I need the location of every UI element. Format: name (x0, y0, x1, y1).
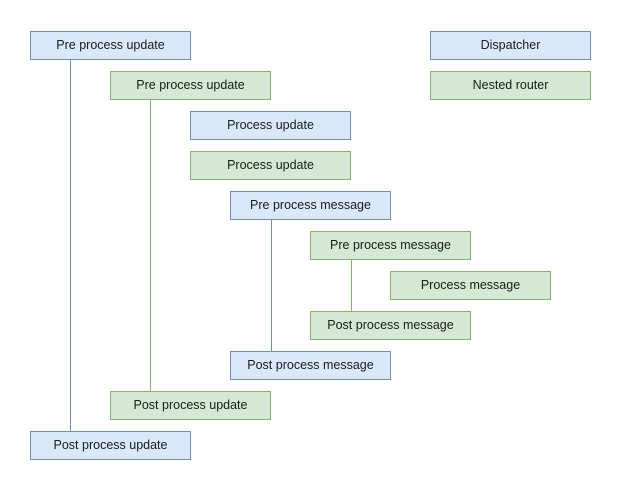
node-pre-process-update-nested-label: Pre process update (136, 78, 245, 93)
node-pre-process-message-dispatcher: Pre process message (230, 191, 391, 220)
node-process-message-nested: Process message (390, 271, 551, 300)
node-pre-process-message-nested: Pre process message (310, 231, 471, 260)
node-post-process-message-dispatcher-label: Post process message (247, 358, 374, 373)
node-pre-process-update-dispatcher: Pre process update (30, 31, 191, 60)
node-post-process-update-nested: Post process update (110, 391, 271, 420)
legend-item-nested-router-label: Nested router (472, 78, 549, 93)
connector-nested-message (351, 259, 352, 311)
node-pre-process-message-nested-label: Pre process message (330, 238, 451, 253)
node-process-update-nested-label: Process update (227, 158, 314, 173)
node-process-update-dispatcher: Process update (190, 111, 351, 140)
connector-nested-update (150, 99, 151, 391)
node-pre-process-update-nested: Pre process update (110, 71, 271, 100)
node-post-process-message-dispatcher: Post process message (230, 351, 391, 380)
legend-item-dispatcher: Dispatcher (430, 31, 591, 60)
legend-item-dispatcher-label: Dispatcher (480, 38, 541, 53)
node-post-process-update-dispatcher-label: Post process update (53, 438, 168, 453)
connector-dispatcher-update (70, 59, 71, 431)
node-process-update-dispatcher-label: Process update (227, 118, 314, 133)
node-post-process-message-nested: Post process message (310, 311, 471, 340)
node-post-process-message-nested-label: Post process message (327, 318, 454, 333)
legend-item-nested-router: Nested router (430, 71, 591, 100)
node-pre-process-update-dispatcher-label: Pre process update (56, 38, 165, 53)
node-process-message-nested-label: Process message (420, 278, 521, 293)
node-post-process-update-nested-label: Post process update (133, 398, 248, 413)
node-pre-process-message-dispatcher-label: Pre process message (250, 198, 371, 213)
connector-dispatcher-message (271, 219, 272, 351)
node-process-update-nested: Process update (190, 151, 351, 180)
node-post-process-update-dispatcher: Post process update (30, 431, 191, 460)
